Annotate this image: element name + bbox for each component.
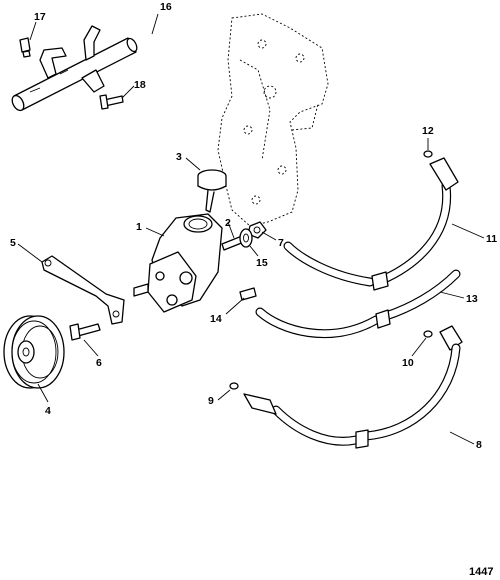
callout-11: 11	[486, 233, 497, 245]
callout-8: 8	[476, 439, 482, 451]
spacer	[239, 228, 253, 248]
callout-2: 2	[225, 217, 231, 229]
pump-support-bracket	[41, 255, 125, 325]
set-screw	[239, 287, 257, 301]
reservoir-cap	[197, 169, 227, 213]
callout-1: 1	[136, 221, 142, 233]
callout-10: 10	[402, 357, 414, 369]
callout-7: 7	[278, 237, 284, 249]
o-ring-lower	[229, 382, 239, 390]
callout-6: 6	[96, 357, 102, 369]
callout-4: 4	[45, 405, 51, 417]
bleed-fitting	[19, 37, 31, 58]
pump-pulley	[3, 315, 65, 389]
callout-16: 16	[160, 1, 172, 13]
cooler-hose	[243, 325, 463, 449]
callout-13: 13	[466, 293, 478, 305]
callout-18: 18	[134, 79, 146, 91]
o-ring-upper	[423, 150, 433, 158]
callout-labels: 16 17 18 3 1 2 7 15 5 6 4 14 12 11 13 10…	[10, 1, 497, 451]
o-ring-middle	[423, 330, 433, 338]
callout-12: 12	[422, 125, 434, 137]
diagram-reference-number: 1447	[469, 566, 493, 578]
return-hose	[255, 269, 461, 339]
leader-lines	[17, 13, 485, 445]
callout-9: 9	[208, 395, 214, 407]
callout-17: 17	[34, 11, 46, 23]
power-steering-pump	[133, 213, 223, 313]
callout-14: 14	[210, 313, 222, 325]
callout-3: 3	[176, 151, 182, 163]
engine-bracket-outline	[217, 13, 329, 227]
pressure-hose	[283, 157, 459, 291]
callout-15: 15	[256, 257, 268, 269]
cooler-tube-assembly	[11, 25, 138, 112]
callout-5: 5	[10, 237, 16, 249]
tube-clamp-bolt	[99, 94, 124, 110]
bracket-bolt	[69, 323, 101, 341]
